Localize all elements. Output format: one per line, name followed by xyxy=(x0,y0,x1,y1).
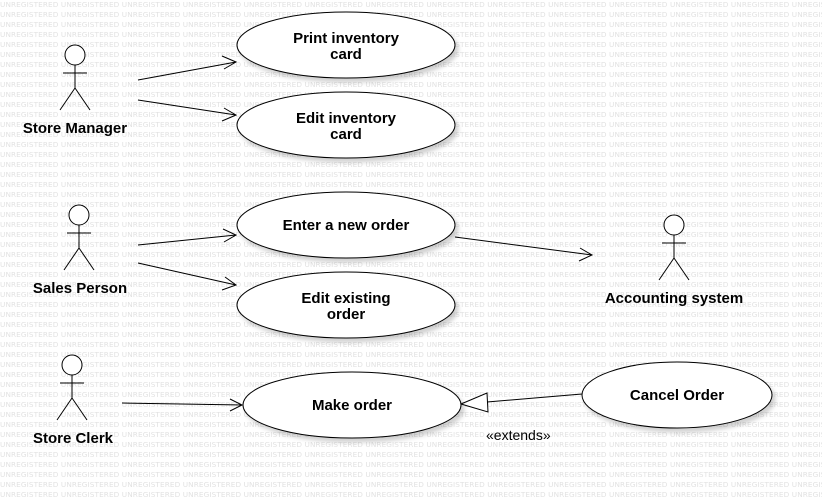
extends-triangle-head xyxy=(459,392,489,413)
assoc-clerk-make xyxy=(121,402,243,406)
arrowhead-edit-inventory xyxy=(221,107,238,122)
use-case-label: order xyxy=(327,306,366,323)
arrowhead-make xyxy=(229,398,244,412)
use-case-label: Cancel Order xyxy=(630,387,724,404)
actor-label-sales-person: Sales Person xyxy=(33,280,127,297)
use-case-label: Make order xyxy=(312,397,392,414)
assoc-manager-print xyxy=(137,61,237,81)
actor-label-accounting-system: Accounting system xyxy=(605,290,743,307)
actor-head-icon xyxy=(663,214,685,236)
assoc-manager-edit xyxy=(137,99,237,116)
actor-head-icon xyxy=(61,354,83,376)
arrowhead-print xyxy=(221,55,238,70)
use-case-enter-new-order[interactable]: Enter a new order xyxy=(236,191,456,259)
actor-label-store-clerk: Store Clerk xyxy=(33,430,114,447)
arrowhead-enter xyxy=(222,228,238,243)
actor-accounting-system[interactable] xyxy=(658,214,690,281)
assoc-salesperson-edit-order xyxy=(137,262,237,286)
actor-label-store-manager: Store Manager xyxy=(23,120,127,137)
extends-line xyxy=(486,393,583,403)
use-case-print-inventory-card[interactable]: Print inventory card xyxy=(236,11,456,79)
actor-store-manager[interactable] xyxy=(59,44,91,111)
arrowhead-accounting xyxy=(578,247,594,262)
use-case-label: Print inventory xyxy=(293,30,400,47)
use-case-label: card xyxy=(330,126,362,143)
assoc-salesperson-enter xyxy=(137,234,237,246)
use-case-label: Edit existing xyxy=(301,290,390,307)
extends-label: «extends» xyxy=(486,427,551,443)
actor-store-clerk[interactable] xyxy=(56,354,88,421)
actor-head-icon xyxy=(68,204,90,226)
use-case-edit-inventory-card[interactable]: Edit inventory card xyxy=(236,91,456,159)
association-lines xyxy=(121,55,594,412)
actor-sales-person[interactable] xyxy=(63,204,95,271)
use-case-edit-existing-order[interactable]: Edit existing order xyxy=(236,271,456,339)
use-cases: Print inventory card Edit inventory card… xyxy=(236,11,773,439)
use-case-label: Edit inventory xyxy=(296,110,397,127)
use-case-cancel-order[interactable]: Cancel Order xyxy=(581,361,773,429)
use-case-label: card xyxy=(330,46,362,63)
assoc-enter-accounting xyxy=(454,236,593,256)
use-case-make-order[interactable]: Make order xyxy=(242,371,462,439)
use-case-label: Enter a new order xyxy=(283,217,410,234)
arrowhead-edit-order xyxy=(221,276,238,291)
actor-head-icon xyxy=(64,44,86,66)
